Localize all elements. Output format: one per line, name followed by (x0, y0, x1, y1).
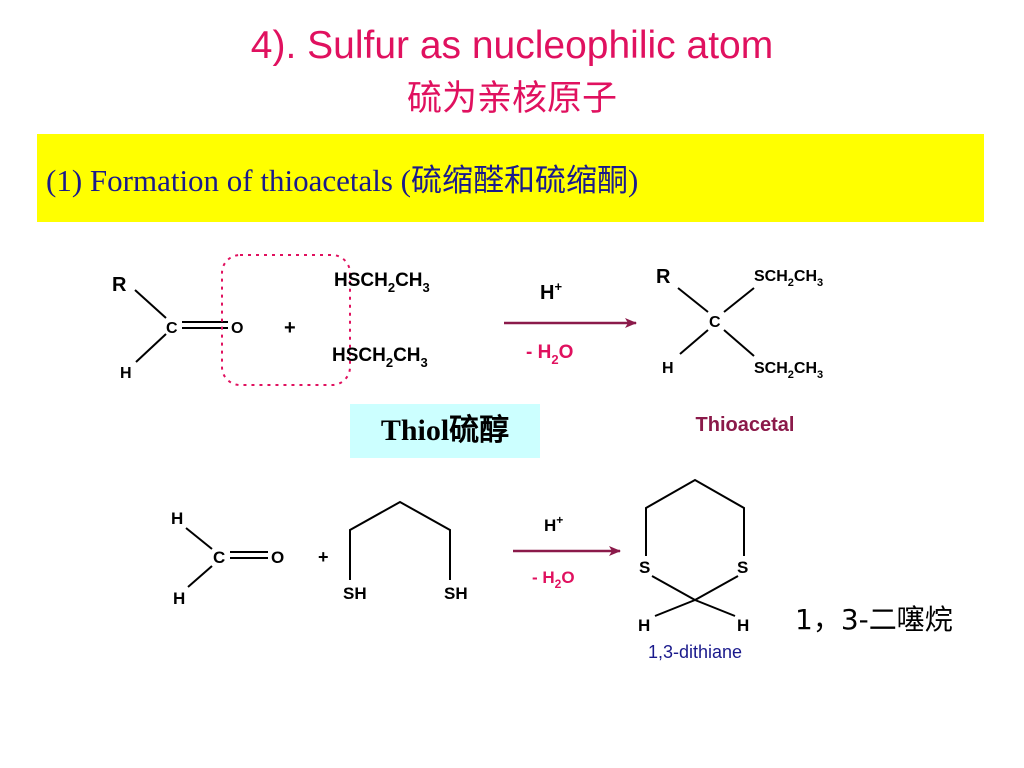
bond-r-c (134, 289, 167, 319)
reaction2-conditions: H+ - H2O (513, 513, 621, 591)
dithiane-ring: S S H H (638, 478, 749, 635)
formaldehyde-bond-bottom (187, 565, 213, 588)
ring-bond-c-h-left (654, 599, 696, 617)
thioacetal-product: R C H SCH2CH3 SCH2CH3 (656, 266, 823, 381)
dithiane-h-left: H (638, 616, 650, 635)
dithiane-h-right: H (737, 616, 749, 635)
reaction1-conditions: H+ - H2O (504, 279, 637, 367)
formaldehyde: H C O H (171, 509, 284, 608)
aldehyde-r: R (112, 274, 127, 296)
formaldehyde-h-top: H (171, 509, 183, 528)
product-h: H (662, 360, 674, 377)
plus-sign-2: + (318, 547, 329, 567)
aldehyde-oxygen: O (231, 320, 243, 337)
dithiane-ring-bonds (645, 478, 745, 556)
thiol-1: HSCH2CH3 (334, 270, 430, 295)
dithiane-chinese-name: 1，3-二噻烷 (795, 603, 953, 636)
thiol-label-box (350, 404, 540, 458)
formaldehyde-bond-top (185, 527, 213, 550)
dithiane-name: 1,3-dithiane (647, 642, 743, 662)
svg-text:- H2O: - H2O (532, 568, 575, 591)
dithiane-s-right: S (737, 558, 748, 577)
slide-title: 4). Sulfur as nucleophilic atom (250, 24, 774, 67)
dithiol-chain (349, 500, 451, 580)
svg-text:H+: H+ (544, 513, 563, 535)
svg-text:SCH2CH3: SCH2CH3 (754, 268, 823, 289)
product-bond-s-bottom (723, 329, 755, 357)
ring-bond-s-c-left (651, 575, 696, 601)
aldehyde-carbon: C (166, 320, 178, 337)
dithiol-sh-right: SH (444, 584, 468, 603)
formaldehyde-h-bottom: H (173, 589, 185, 608)
slide-title-chinese: 硫为亲核原子 (406, 79, 617, 119)
section-heading: (1) Formation of thioacetals (硫缩醛和硫缩酮) (46, 163, 639, 198)
formaldehyde-carbon: C (213, 548, 225, 567)
product-bond-r (677, 287, 709, 313)
dithiane-s-left: S (639, 558, 650, 577)
formaldehyde-oxygen: O (271, 548, 284, 567)
ring-bond-c-h-right (694, 599, 736, 617)
dithiol-sh-left: SH (343, 584, 367, 603)
thiol-2: HSCH2CH3 (332, 345, 428, 370)
svg-text:- H2O: - H2O (526, 342, 573, 367)
dotted-highlight-box (221, 254, 351, 386)
thioacetal-label: Thioacetal (695, 414, 795, 436)
product-carbon: C (709, 314, 721, 331)
reaction1-aldehyde: R C O H (112, 274, 243, 382)
product-bond-s-top (723, 287, 755, 313)
propanedithiol: SH SH (343, 500, 468, 603)
aldehyde-h: H (120, 365, 132, 382)
bond-c-h (135, 333, 167, 363)
ring-bond-s-c-right (694, 575, 739, 601)
svg-text:HSCH2CH3: HSCH2CH3 (332, 345, 428, 370)
product-bond-h (679, 329, 709, 355)
svg-text:H+: H+ (540, 279, 562, 304)
plus-sign-1: + (284, 317, 296, 339)
thiol-label: Thiol硫醇 (380, 414, 510, 447)
product-r: R (656, 266, 671, 288)
svg-text:SCH2CH3: SCH2CH3 (754, 360, 823, 381)
svg-text:HSCH2CH3: HSCH2CH3 (334, 270, 430, 295)
section-banner (37, 134, 984, 222)
